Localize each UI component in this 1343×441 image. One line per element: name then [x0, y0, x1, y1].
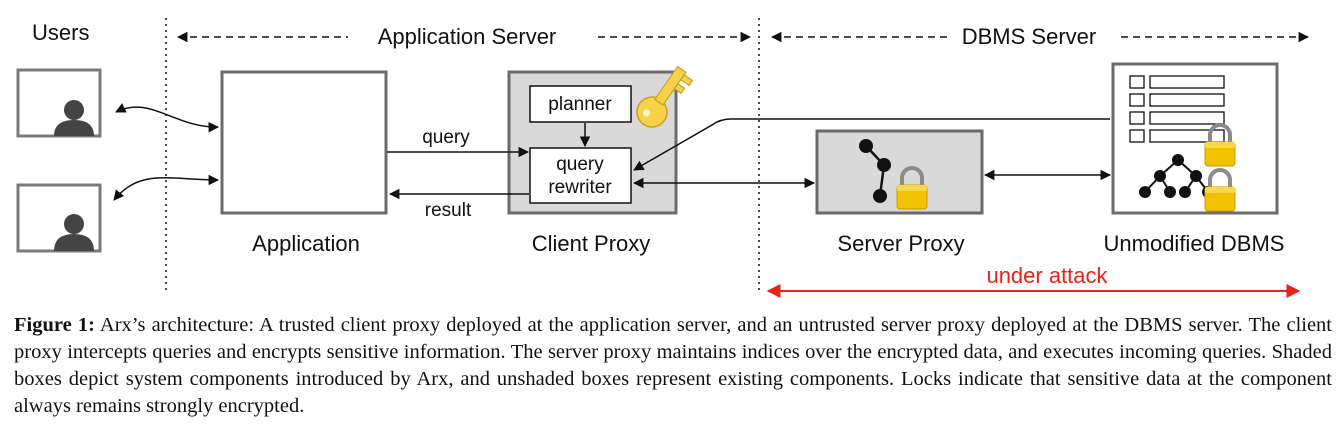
figure-caption: Figure 1: Arx’s architecture: A trusted …: [14, 312, 1332, 420]
planner-box: [529, 85, 632, 123]
user1-app-arrow: [115, 103, 220, 133]
key-icon: [636, 65, 694, 128]
query-rewriter-label-line2: rewriter: [548, 177, 612, 198]
application-box: [220, 70, 388, 215]
user2-app-arrow: [113, 174, 220, 201]
planner-label: planner: [548, 94, 612, 115]
tree-icon: [859, 139, 891, 203]
query-arrow-label: query: [422, 127, 470, 148]
dbms-server-label: DBMS Server: [962, 24, 1096, 49]
client-proxy-label: Client Proxy: [532, 231, 651, 256]
application-label: Application: [252, 231, 360, 256]
query-rewriter-box: [529, 147, 632, 204]
result-arrow-label: result: [425, 200, 472, 221]
user-icon: [16, 183, 102, 253]
caption-text: Arx’s architecture: A trusted client pro…: [14, 314, 1332, 417]
users-label: Users: [32, 20, 89, 45]
table-rows-icon: [1129, 75, 1225, 143]
query-rewriter-label-line1: query: [556, 154, 604, 175]
server-proxy-label: Server Proxy: [837, 231, 964, 256]
under-attack-label: under attack: [986, 263, 1108, 288]
dbms-to-rewriter-arrow: [633, 118, 1110, 171]
caption-label: Figure 1:: [14, 314, 95, 336]
user-icon: [16, 68, 102, 138]
dbms-label: Unmodified DBMS: [1104, 231, 1285, 256]
application-server-label: Application Server: [378, 24, 557, 49]
